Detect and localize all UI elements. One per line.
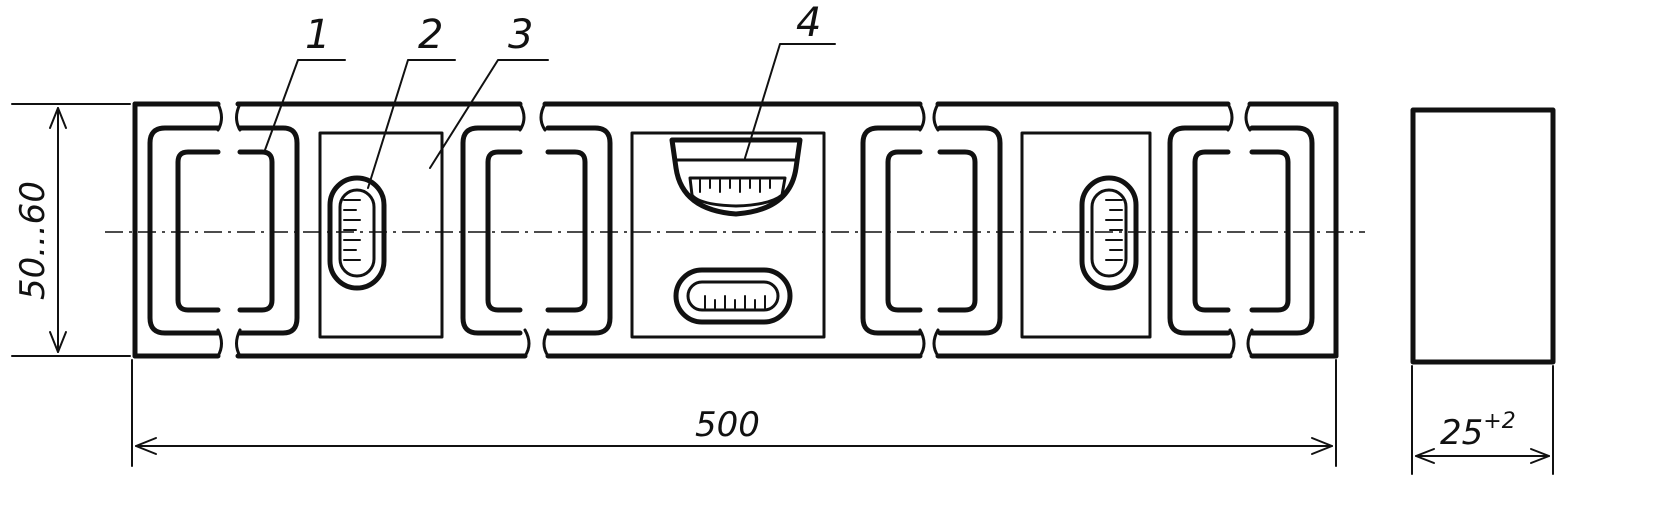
width-base: 25 [1440,413,1483,453]
vial-windows [318,131,1152,339]
height-dimension-label: 50...60 [13,181,53,300]
side-view [1410,107,1556,365]
width-tolerance: +2 [1483,409,1515,434]
callout-2: 2 [418,12,443,58]
level-body [132,101,1339,359]
callout-leaders [264,43,836,189]
horizontal-vial-top [669,137,803,217]
width-dimension [1411,365,1554,475]
callout-3: 3 [508,12,533,58]
length-dimension-label: 500 [695,405,760,445]
spirit-level-drawing: 1 2 3 4 50...60 500 25+2 [11,0,1556,475]
width-dimension-label: 25+2 [1440,409,1516,453]
height-dimension [11,103,131,357]
horizontal-vial-bottom [673,267,793,325]
length-dimension [131,359,1337,467]
vertical-vial-left [327,175,387,291]
callout-4: 4 [796,0,821,46]
bracket-slots [147,102,1315,358]
callout-1: 1 [305,12,330,58]
vertical-vial-right [1079,175,1139,291]
